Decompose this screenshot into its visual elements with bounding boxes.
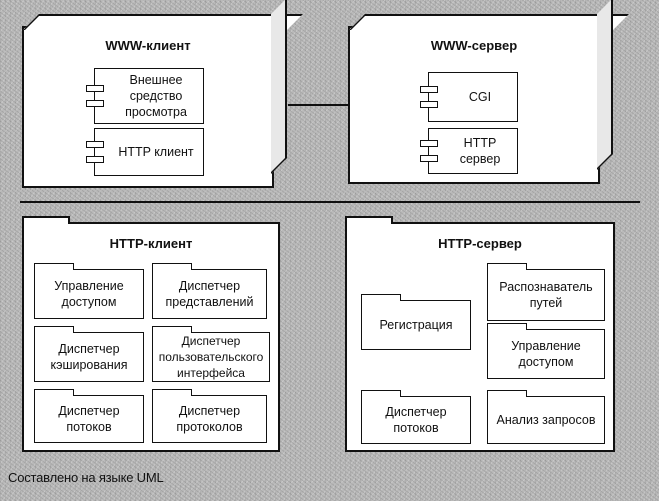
www-client-node: WWW-клиент Внешнее средство просмотра HT… — [22, 0, 303, 188]
http-server-package: HTTP-сервер Распознаватель путей Регистр… — [345, 216, 615, 452]
package-server-access-control: Управление доступом — [486, 323, 605, 379]
component-http-server: HTTP сервер — [420, 128, 518, 174]
component-http-client: HTTP клиент — [86, 128, 204, 176]
section-divider — [20, 201, 640, 203]
node-connection-line — [288, 104, 348, 106]
package-server-thread-manager: Диспетчер потоков — [360, 390, 471, 444]
http-client-package: HTTP-клиент Управление доступом Диспетче… — [22, 216, 280, 452]
component-cgi: CGI — [420, 72, 518, 122]
package-protocol-manager: Диспетчер протоколов — [151, 389, 267, 443]
package-thread-manager: Диспетчер потоков — [33, 389, 144, 443]
package-ui-manager: Диспетчер пользовательского интерфейса — [151, 326, 270, 382]
www-server-title: WWW-сервер — [430, 38, 518, 53]
package-view-manager: Диспетчер представлений — [151, 263, 267, 319]
package-logging: Регистрация — [360, 294, 471, 350]
http-client-title: HTTP-клиент — [109, 236, 193, 251]
component-external-viewer: Внешнее средство просмотра — [86, 68, 204, 124]
www-server-node: WWW-сервер CGI HTTP сервер — [348, 0, 629, 184]
package-cache-manager: Диспетчер кэширования — [33, 326, 144, 382]
package-access-control: Управление доступом — [33, 263, 144, 319]
www-client-title: WWW-клиент — [105, 38, 191, 53]
package-path-resolver: Распознаватель путей — [486, 263, 605, 321]
http-server-title: HTTP-сервер — [438, 236, 522, 251]
uml-caption: Составлено на языке UML — [8, 470, 164, 485]
package-request-analysis: Анализ запросов — [486, 390, 605, 444]
